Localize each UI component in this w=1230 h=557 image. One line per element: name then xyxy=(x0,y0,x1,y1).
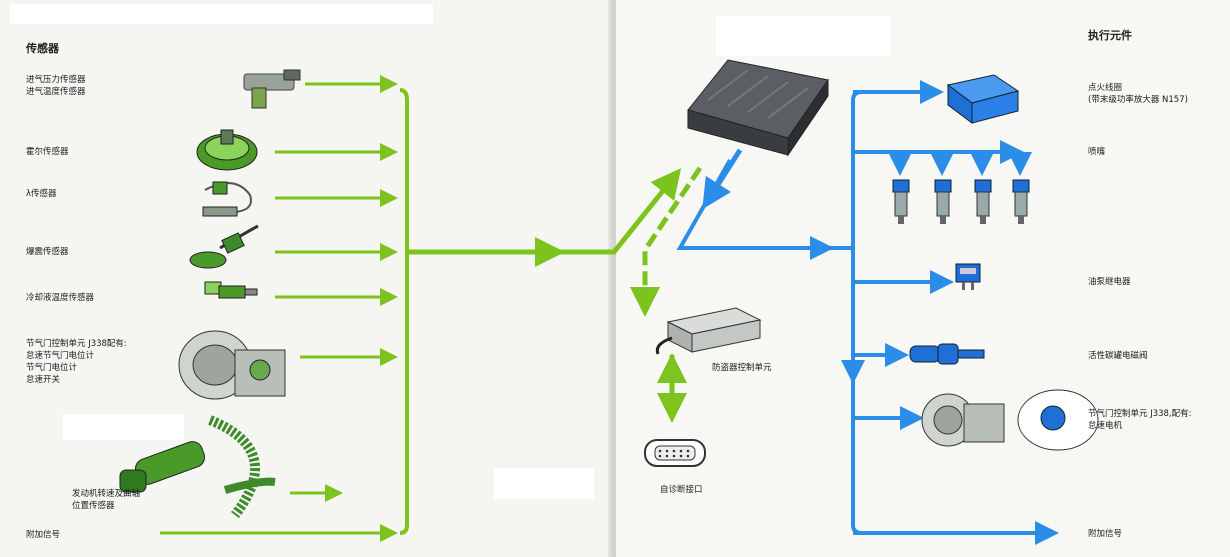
sensor-label-hall: 霍尔传感器 xyxy=(26,147,69,157)
injector-icon xyxy=(892,179,910,224)
actuator-label-evap-valve: 活性碳罐电磁阀 xyxy=(1088,351,1148,361)
actuators-heading: 执行元件 xyxy=(1088,29,1132,42)
diagnosis-port-icon xyxy=(644,439,706,467)
injector-icon xyxy=(1012,179,1030,224)
sensors-heading: 传感器 xyxy=(26,42,59,55)
sensor-label-throttle: 节气门控制单元 J338配有:怠速节气门电位计 节气门电位计怠速开关 xyxy=(26,339,127,385)
sensor-label-coolant: 冷却液温度传感器 xyxy=(26,293,95,303)
knock-sensor-icon xyxy=(189,224,259,269)
evap-valve-icon xyxy=(909,343,985,365)
sensor-label-lambda: λ传感器 xyxy=(26,189,57,199)
sensor-label-crank: 发动机转速及曲轴位置传感器 xyxy=(72,489,141,511)
actuator-label-throttle: 节气门控制单元 J338,配有:怠速电机 xyxy=(1088,409,1192,431)
redaction-box xyxy=(63,414,184,440)
fuel-pump-relay-icon xyxy=(955,263,981,290)
coolant-sensor-icon xyxy=(204,281,258,299)
sensor-label-extra: 附加信号 xyxy=(26,530,61,540)
throttle-unit-icon xyxy=(178,330,286,400)
actuator-label-ignition: 点火线圈(带末级功率放大器 N157) xyxy=(1088,83,1188,105)
throttle-motor-icon xyxy=(921,389,1099,451)
redaction-box xyxy=(10,4,433,24)
sensor-label-knock: 爆震传感器 xyxy=(26,247,69,257)
actuator-label-extra: 附加信号 xyxy=(1088,529,1123,539)
diagnosis-label: 自诊断接口 xyxy=(660,485,703,495)
immobilizer-icon xyxy=(655,307,762,355)
actuator-label-pump-relay: 油泵继电器 xyxy=(1088,277,1131,287)
redaction-box xyxy=(716,16,891,56)
ecu-to-bus xyxy=(676,159,834,260)
injector-icon xyxy=(974,179,992,224)
injector-icons xyxy=(892,179,1030,224)
actuator-arrows xyxy=(676,80,1059,545)
sensor-label-map: 进气压力传感器进气温度传感器 xyxy=(26,75,86,97)
ignition-coil-icon xyxy=(946,74,1020,124)
trunk-to-ecu xyxy=(560,168,682,255)
immobilizer-label: 防盗器控制单元 xyxy=(712,363,772,373)
crank-sensor-icon xyxy=(119,415,276,519)
ecu-icon xyxy=(687,59,829,157)
ecu-links xyxy=(630,148,743,423)
redaction-box xyxy=(494,468,594,499)
lambda-sensor-icon xyxy=(202,181,252,217)
actuator-label-injector: 喷嘴 xyxy=(1088,147,1106,157)
actuator-bus xyxy=(851,90,863,535)
injector-icon xyxy=(934,179,952,224)
left-page xyxy=(0,0,612,557)
sensor-arrows xyxy=(160,75,682,542)
map-sensor-icon xyxy=(243,69,301,109)
collector-bus xyxy=(399,88,409,535)
hall-sensor-icon xyxy=(196,129,258,171)
